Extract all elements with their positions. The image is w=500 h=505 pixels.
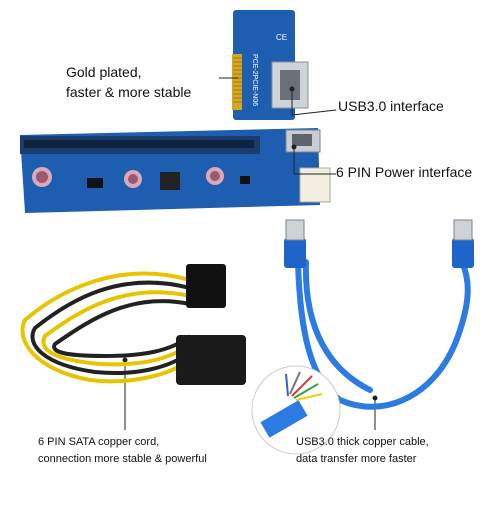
gold-plated-label: Gold plated, faster & more stable xyxy=(66,62,216,102)
usb-plug-left xyxy=(284,219,306,268)
gold-label-line1: Gold plated, xyxy=(66,64,142,80)
sata-plug xyxy=(176,335,246,385)
power-interface-label: 6 PIN Power interface xyxy=(336,164,473,180)
pcie-6pin-plug xyxy=(186,264,226,308)
riser-board xyxy=(20,128,331,213)
usb-cable-label-line1: USB3.0 thick copper cable, xyxy=(296,436,429,448)
board-marking: PCE-2PCIE-N06 xyxy=(251,54,258,107)
gold-label-line2: faster & more stable xyxy=(66,84,192,100)
sata-cord-label: 6 PIN SATA copper cord, connection more … xyxy=(38,434,207,468)
usb-plug-right xyxy=(452,219,474,268)
usb-interface-label: USB3.0 interface xyxy=(338,98,444,114)
svg-text:CE: CE xyxy=(276,33,287,42)
usb-adapter-card: CE xyxy=(232,10,309,120)
sata-power-cable xyxy=(20,271,192,384)
sata-label-line2: connection more stable & powerful xyxy=(38,453,207,465)
sata-label-line1: 6 PIN SATA copper cord, xyxy=(38,436,160,448)
cable-cross-section xyxy=(251,365,341,455)
usb-cable-label-line2: data transfer more faster xyxy=(296,453,417,465)
usb-cable-label: USB3.0 thick copper cable, data transfer… xyxy=(296,434,429,468)
usb-cable xyxy=(295,259,471,410)
